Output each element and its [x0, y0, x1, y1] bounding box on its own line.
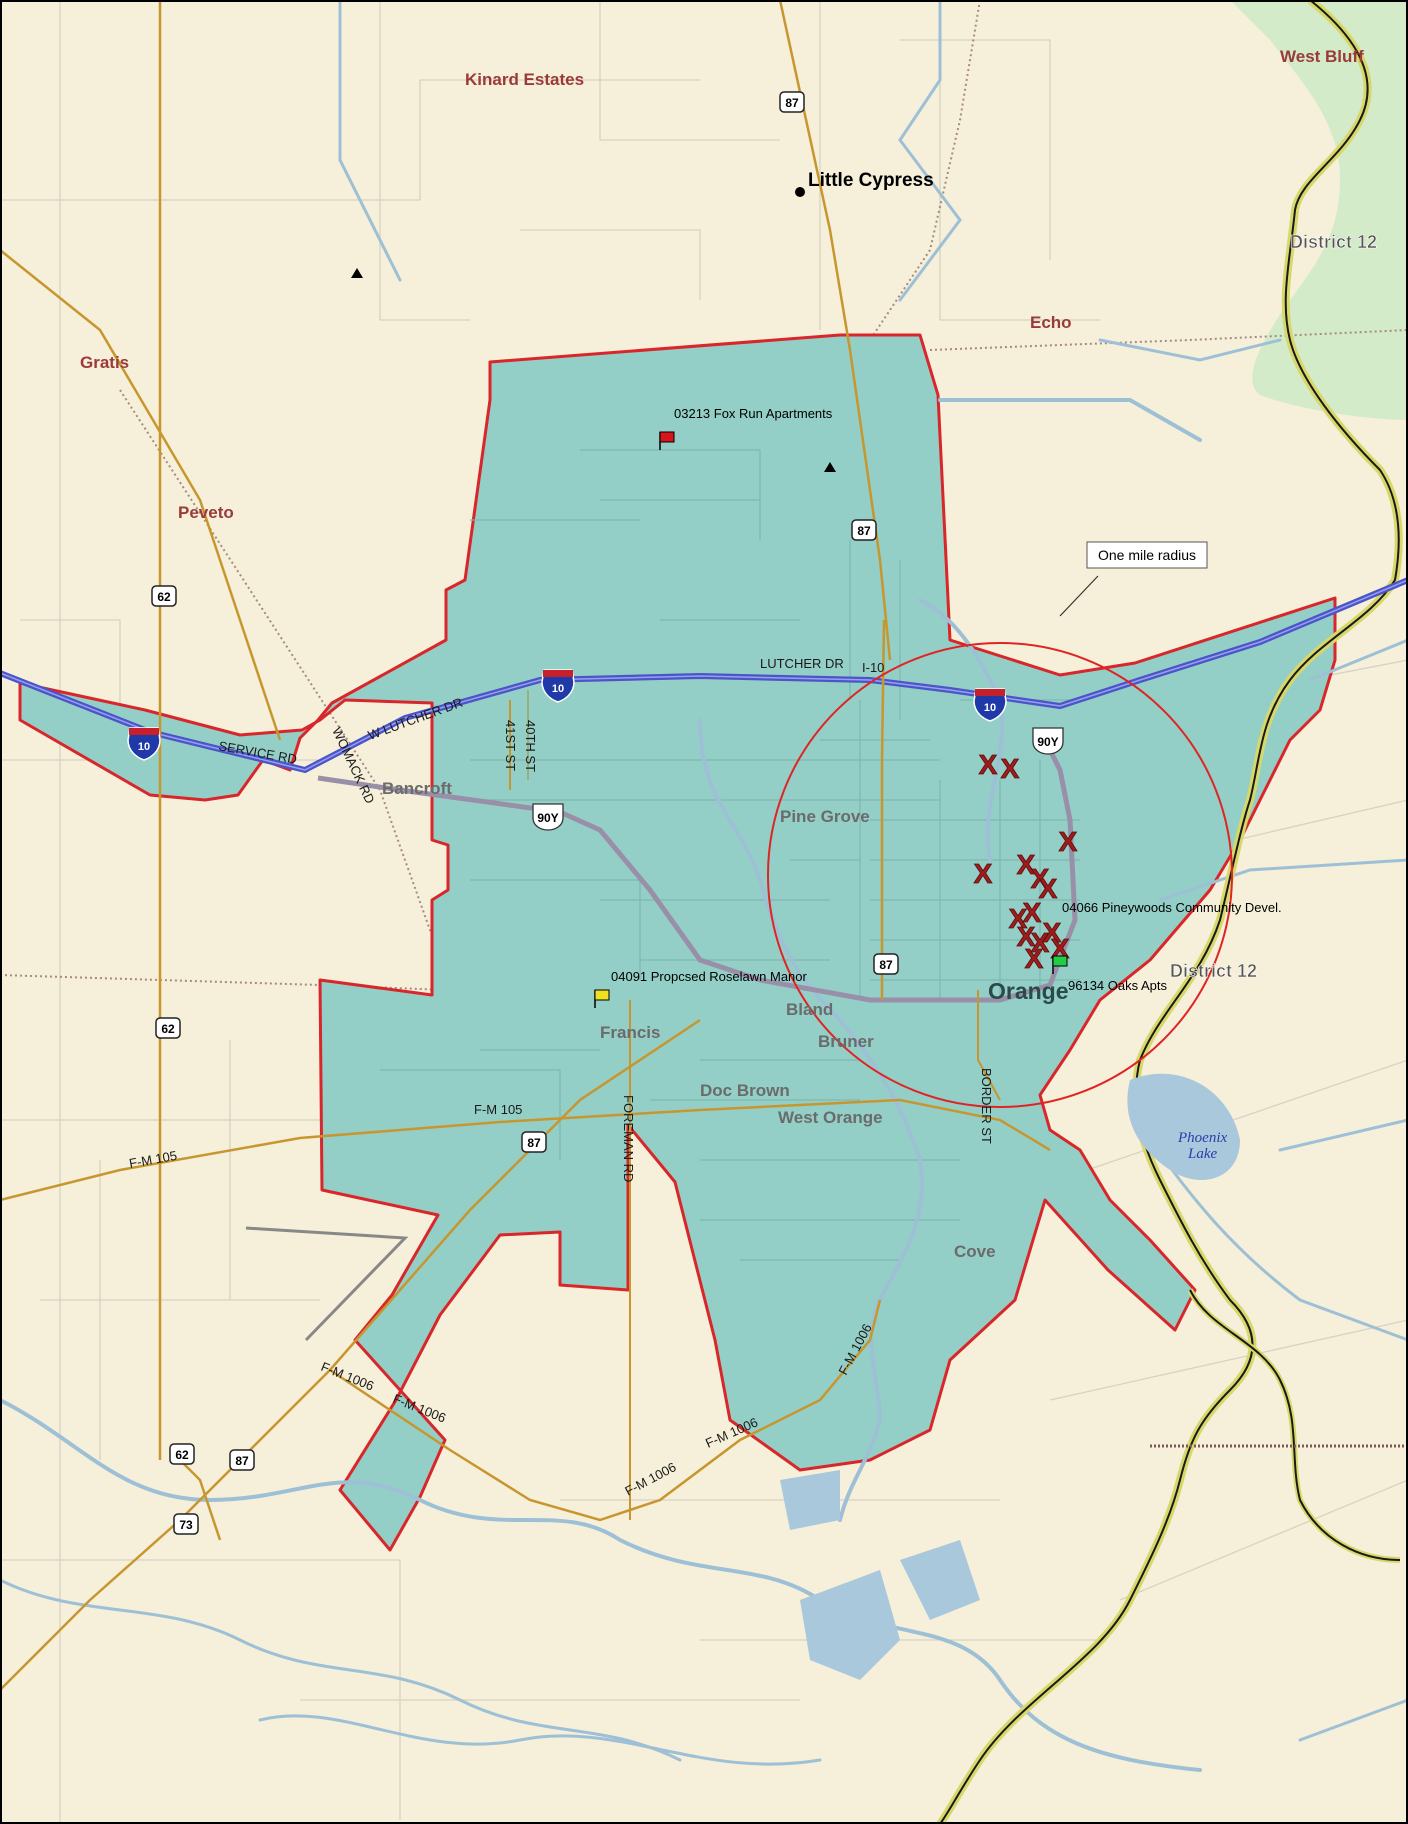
sh62-shield: 62	[169, 1443, 195, 1465]
place-kinard-estates: Kinard Estates	[465, 70, 584, 89]
road-label-41st: 41ST ST	[503, 720, 518, 771]
sh62-shield: 62	[155, 1017, 181, 1039]
place-peveto: Peveto	[178, 503, 234, 522]
svg-text:87: 87	[879, 958, 893, 972]
x-marker: X	[1009, 903, 1028, 934]
svg-text:73: 73	[179, 1518, 193, 1532]
x-marker: X	[1017, 849, 1036, 880]
sh87-shield: 87	[521, 1131, 547, 1153]
place-orange: Orange	[988, 978, 1069, 1004]
svg-text:90Y: 90Y	[1037, 735, 1058, 749]
place-echo: Echo	[1030, 313, 1072, 332]
svg-text:87: 87	[527, 1136, 541, 1150]
place-west-bluff: West Bluff	[1280, 47, 1364, 66]
x-marker: X	[1059, 826, 1078, 857]
x-marker: X	[1025, 943, 1044, 974]
svg-text:87: 87	[235, 1454, 249, 1468]
site-label-fox-run: 03213 Fox Run Apartments	[674, 406, 833, 421]
x-marker: X	[1031, 863, 1050, 894]
x-markers: X X X X X X X X X X X X X X	[973, 749, 1078, 975]
x-marker: X	[1023, 897, 1042, 928]
callout-box: One mile radius	[1086, 541, 1208, 569]
town-dot-little-cypress	[795, 187, 805, 197]
one-mile-radius-circle	[767, 642, 1233, 1108]
place-gratis: Gratis	[80, 353, 129, 372]
us90y-shield: 90Y	[532, 803, 564, 831]
x-marker: X	[974, 858, 993, 889]
sabine-river-line	[939, 0, 1400, 1824]
sh87-shield: 87	[779, 91, 805, 113]
us90y-shield: 90Y	[1032, 727, 1064, 755]
x-marker: X	[1031, 927, 1050, 958]
x-marker: X	[1001, 753, 1020, 784]
place-cove: Cove	[954, 1242, 996, 1261]
x-marker: X	[1039, 873, 1058, 904]
place-bancroft: Bancroft	[382, 779, 452, 798]
triangle-marker	[351, 268, 363, 278]
place-bland: Bland	[786, 1000, 833, 1019]
site-label-pineywoods: 04066 Pineywoods Community Devel.	[1062, 900, 1282, 915]
lake-label-lake: Lake	[1187, 1146, 1218, 1162]
flag-red-marker	[659, 431, 675, 450]
place-pine-grove: Pine Grove	[780, 807, 870, 826]
site-label-roselawn: 04091 Propcsed Roselawn Manor	[611, 969, 808, 984]
x-marker: X	[979, 749, 998, 780]
sh73-shield: 73	[173, 1513, 199, 1535]
place-doc-brown: Doc Brown	[700, 1081, 790, 1100]
svg-text:87: 87	[857, 524, 871, 538]
site-label-oaks: 96134 Oaks Apts	[1068, 978, 1168, 993]
svg-text:90Y: 90Y	[537, 811, 558, 825]
flag-green-marker	[1052, 955, 1068, 974]
lake-label-phoenix: Phoenix	[1177, 1130, 1227, 1146]
svg-text:62: 62	[175, 1448, 189, 1462]
fm-1006-road	[329, 1299, 882, 1522]
callout-leader	[1059, 575, 1099, 617]
svg-text:62: 62	[161, 1022, 175, 1036]
flag-yellow-marker	[594, 989, 610, 1008]
i10-shield: 10	[127, 727, 161, 761]
sh87-shield: 87	[873, 953, 899, 975]
svg-text:87: 87	[785, 96, 799, 110]
road-label-40th: 40TH ST	[523, 720, 538, 772]
district-boundary	[18, 333, 1337, 1552]
interstate-10-center	[0, 579, 1408, 771]
place-west-orange: West Orange	[778, 1108, 883, 1127]
road-label-foreman-rd: FOREMAN RD	[621, 1095, 636, 1182]
i10-shield: 10	[973, 688, 1007, 722]
district-12-label-east: District 12	[1170, 961, 1257, 981]
x-marker: X	[1043, 917, 1062, 948]
triangle-marker	[824, 462, 836, 472]
border-street	[977, 990, 1001, 1101]
road-label-lutcher: LUTCHER DR	[760, 656, 844, 671]
place-francis: Francis	[600, 1023, 660, 1042]
road-label-i10: I-10	[862, 660, 884, 675]
callout-text: One mile radius	[1098, 547, 1196, 563]
district-12-label-north: District 12	[1290, 232, 1377, 252]
rivers	[0, 0, 1408, 1772]
sh87-shield: 87	[851, 519, 877, 541]
sh87-shield: 87	[229, 1449, 255, 1471]
road-label-border-st: BORDER ST	[979, 1068, 994, 1144]
svg-text:62: 62	[157, 590, 171, 604]
place-little-cypress: Little Cypress	[808, 170, 934, 191]
fm-105-road	[0, 1098, 1051, 1202]
sh62-shield: 62	[151, 585, 177, 607]
road-label-fm105-a: F-M 105	[474, 1102, 522, 1117]
district-streets	[380, 449, 1080, 1261]
boundary-line-gray	[245, 1226, 409, 1342]
x-marker: X	[1017, 921, 1036, 952]
svg-text:10: 10	[138, 741, 150, 753]
svg-text:10: 10	[984, 702, 996, 714]
svg-text:10: 10	[552, 683, 564, 695]
i10-shield: 10	[541, 669, 575, 703]
place-bruner: Bruner	[818, 1032, 874, 1051]
us-90y-route	[317, 728, 1078, 1003]
river-loop-east-line	[1189, 1289, 1401, 1561]
ponds	[780, 1073, 1240, 1680]
